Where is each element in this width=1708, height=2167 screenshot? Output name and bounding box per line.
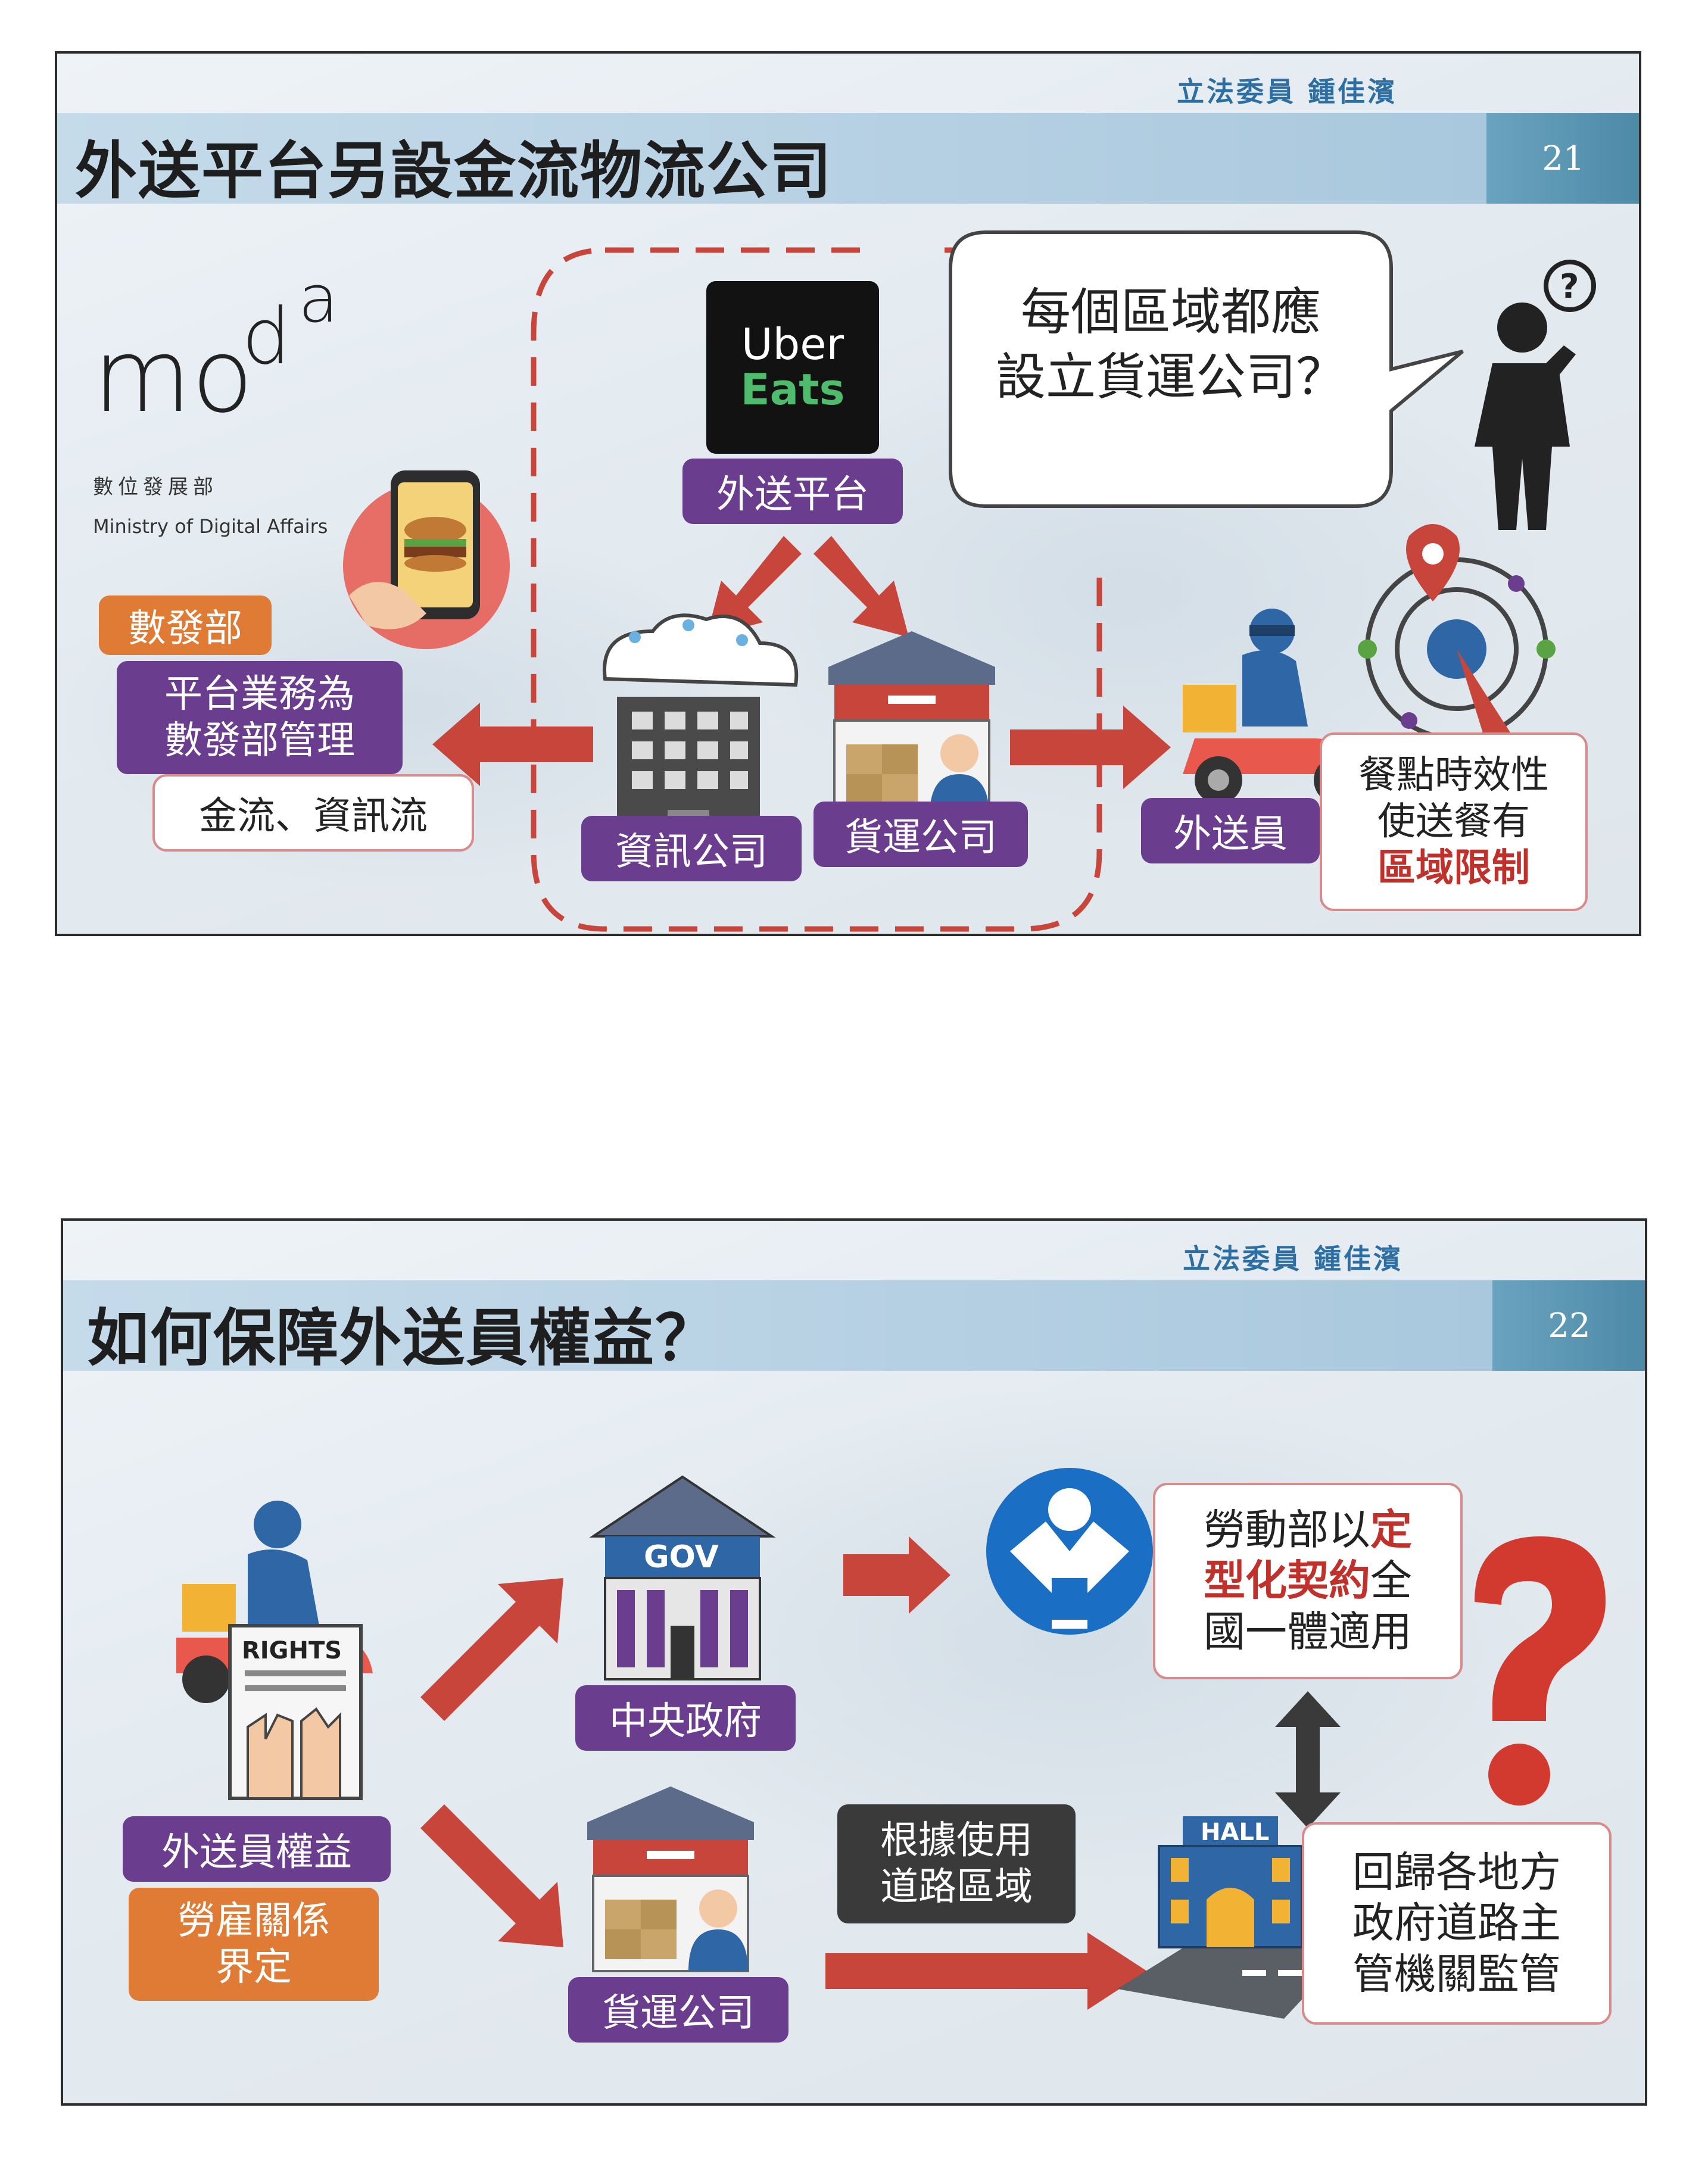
slide-22: 立法委員 鍾佳濱 如何保障外送員權益？ 22 RIGHTS 外送員權益 勞雇關係…	[61, 1218, 1647, 2106]
page-title: 外送平台另設金流物流公司	[75, 135, 833, 207]
local-line1: 回歸各地方	[1352, 1847, 1561, 1897]
svg-text:mo: mo	[93, 317, 254, 435]
double-arrow-icon	[1275, 1691, 1341, 1828]
title-bar	[57, 113, 1486, 204]
city-hall-road-icon: HALL	[1117, 1816, 1367, 2019]
bubble-line2: 設立貨運公司？	[995, 348, 1346, 407]
label-moda: 數發部	[99, 595, 272, 655]
arrow-to-central-gov	[420, 1578, 563, 1721]
label-mol-standard-contract: 勞動部以定 型化契約全 國一體適用	[1153, 1483, 1463, 1679]
label-money-info-flow: 金流、資訊流	[152, 774, 474, 852]
svg-text:a: a	[298, 261, 338, 337]
moda-name-zh: 數位發展部	[93, 475, 218, 499]
rights-sign-text: RIGHTS	[242, 1637, 342, 1664]
bubble-text: 每個區域都應 設立貨運公司？	[956, 280, 1385, 410]
question-mark-icon	[1475, 1536, 1606, 1806]
page-number: 21	[1486, 113, 1639, 204]
label-central-gov: 中央政府	[575, 1685, 796, 1751]
central-gov-building-icon: GOV	[589, 1475, 776, 1680]
legislator-name: 立法委員 鍾佳濱	[1177, 76, 1398, 108]
label-delivery-platform: 外送平台	[682, 459, 903, 524]
local-line3: 管機關監管	[1352, 1949, 1561, 1998]
page-title: 如何保障外送員權益？	[87, 1302, 719, 1374]
phone-burger-icon	[343, 470, 510, 649]
svg-text:d: d	[242, 291, 291, 382]
courier-rights-icon: RIGHTS	[176, 1501, 373, 1800]
label-courier: 外送員	[1141, 798, 1320, 863]
labor-line2: 界定	[216, 1945, 292, 1990]
arrow-to-freight-company	[420, 1804, 563, 1947]
uber-line1: Uber	[741, 319, 844, 370]
mol-highlight-2: 型化契約	[1204, 1556, 1370, 1605]
label-moda-role: 平台業務為 數發部管理	[117, 661, 403, 774]
road-line1: 根據使用	[880, 1818, 1033, 1863]
arrow-to-city-hall	[825, 1932, 1147, 2010]
road-line2: 道路區域	[880, 1865, 1033, 1909]
radar-location-icon	[1358, 524, 1556, 744]
moda-name-en: Ministry of Digital Affairs	[93, 515, 328, 538]
mol-line2: 型化契約全	[1204, 1555, 1412, 1606]
label-timeliness-constraint: 餐點時效性 使送餐有 區域限制	[1320, 732, 1588, 911]
timeliness-line1: 餐點時效性	[1358, 753, 1549, 797]
page-number: 22	[1492, 1280, 1645, 1371]
local-line2: 政府道路主	[1352, 1898, 1561, 1948]
question-speech-bubble	[949, 230, 1464, 508]
mol-highlight-1: 定	[1370, 1505, 1412, 1554]
moda-role-line1: 平台業務為	[164, 672, 355, 716]
mol-logo-icon	[986, 1468, 1153, 1635]
thinking-person-icon: ?	[1475, 260, 1596, 530]
mol-line3: 國一體適用	[1204, 1607, 1412, 1656]
arrow-to-moda	[432, 703, 593, 786]
label-freight-company: 貨運公司	[568, 1977, 788, 2043]
label-road-usage: 根據使用 道路區域	[837, 1804, 1076, 1923]
slide-21: 立法委員 鍾佳濱 外送平台另設金流物流公司 21 mo d a 數位發展部 Mi…	[55, 51, 1641, 936]
label-info-company: 資訊公司	[581, 816, 802, 881]
bubble-line1: 每個區域都應	[1020, 283, 1321, 341]
mol-post-text: 全	[1370, 1556, 1412, 1605]
timeliness-highlight: 區域限制	[1377, 846, 1530, 891]
moda-role-line2: 數發部管理	[164, 719, 355, 763]
uber-line2: Eats	[740, 364, 845, 414]
mol-pre-text: 勞動部以	[1204, 1505, 1370, 1554]
gov-sign-text: GOV	[644, 1539, 719, 1575]
hall-sign-text: HALL	[1201, 1819, 1269, 1846]
label-courier-rights: 外送員權益	[123, 1816, 391, 1882]
arrow-to-courier	[1010, 706, 1171, 789]
label-labor-relation: 勞雇關係 界定	[129, 1888, 379, 2001]
freight-warehouse-icon	[587, 1786, 754, 1972]
moda-logo: mo d a	[93, 261, 338, 435]
timeliness-line2: 使送餐有	[1377, 799, 1530, 844]
uber-eats-logo: Uber Eats	[706, 281, 879, 454]
title-bar	[63, 1280, 1492, 1371]
legislator-name: 立法委員 鍾佳濱	[1183, 1243, 1404, 1275]
label-freight-company: 貨運公司	[814, 802, 1028, 867]
mol-line1: 勞動部以定	[1204, 1505, 1412, 1555]
arrows-platform-split	[706, 536, 909, 637]
svg-text:?: ?	[1560, 267, 1579, 306]
labor-line1: 勞雇關係	[177, 1898, 330, 1943]
freight-warehouse-icon	[828, 631, 995, 817]
label-local-government: 回歸各地方 政府道路主 管機關監管	[1302, 1822, 1612, 2025]
arrow-to-mol	[843, 1536, 950, 1614]
